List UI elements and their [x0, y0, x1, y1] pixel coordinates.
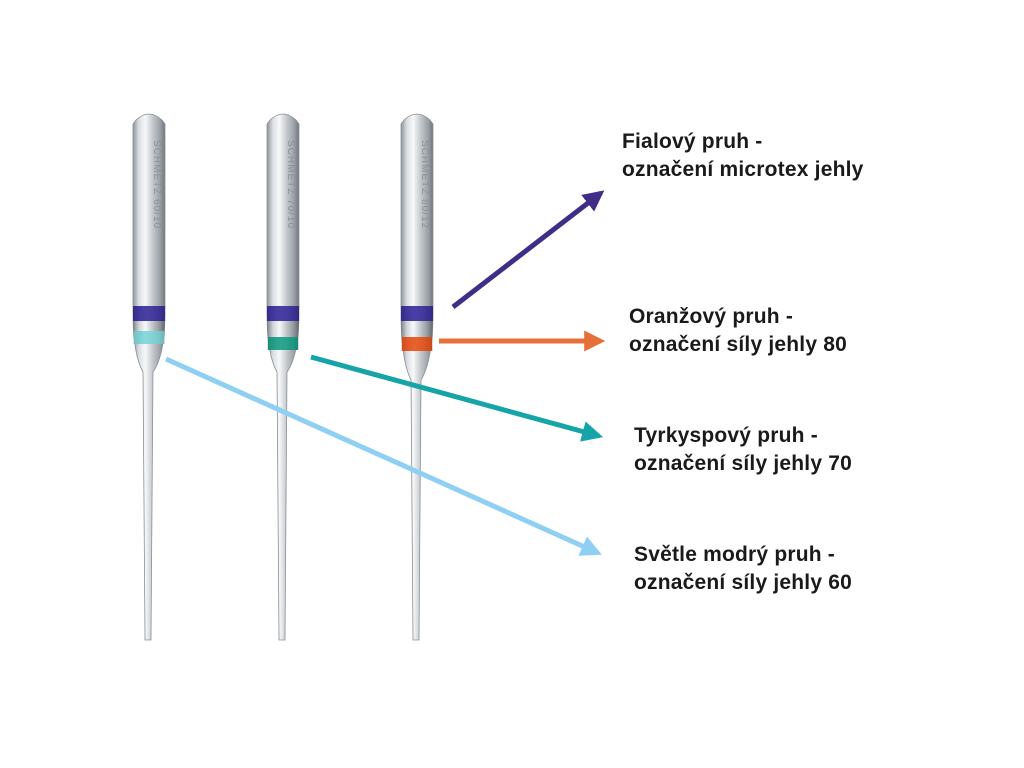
label-microtex: Fialový pruh - označení microtex jehly: [622, 128, 864, 184]
needle-70: SCHMETZ 70/10: [266, 113, 300, 641]
label-line: označení microtex jehly: [622, 158, 864, 181]
label-line: Světle modrý pruh -: [634, 543, 836, 566]
arrow-teal: [310, 354, 604, 442]
label-size-70: Tyrkyspový pruh - označení síly jehly 70: [634, 422, 852, 478]
label-size-80: Oranžový pruh - označení síly jehly 80: [629, 303, 847, 359]
label-line: Tyrkyspový pruh -: [634, 424, 818, 447]
label-line: označení síly jehly 70: [634, 452, 852, 475]
label-line: Oranžový pruh -: [629, 305, 794, 328]
label-line: označení síly jehly 80: [629, 333, 847, 356]
needle-engraving: SCHMETZ 60/10: [151, 140, 162, 229]
needle-engraving: SCHMETZ 70/10: [285, 140, 296, 229]
label-line: označení síly jehly 60: [634, 571, 852, 594]
arrow-purple: [451, 190, 605, 309]
needle-engraving: SCHMETZ 80/12: [419, 140, 430, 229]
label-size-60: Světle modrý pruh - označení síly jehly …: [634, 541, 852, 597]
needle-80: SCHMETZ 80/12: [400, 113, 434, 641]
label-line: Fialový pruh -: [622, 130, 763, 153]
arrow-light-blue: [164, 356, 602, 556]
needle-60: SCHMETZ 60/10: [132, 113, 166, 641]
